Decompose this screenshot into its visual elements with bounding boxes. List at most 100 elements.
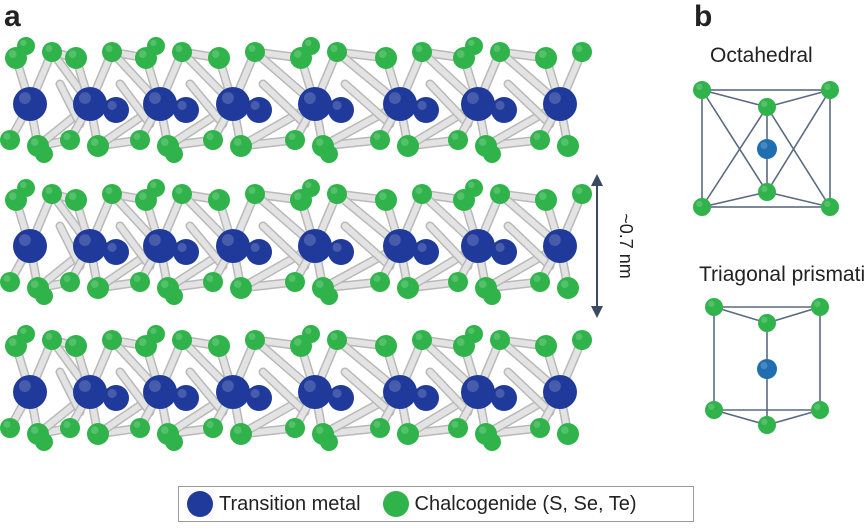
chalcogenide-atom — [65, 189, 87, 211]
panel-label-a: a — [4, 0, 21, 33]
chalcogenide-atom — [490, 330, 510, 350]
chalcogenide-atom — [208, 189, 230, 211]
chalcogenide-atom — [412, 330, 432, 350]
transition-metal-atom — [298, 229, 332, 263]
chalcogenide-atom — [285, 272, 305, 292]
transition-metal-atom — [298, 375, 332, 409]
layered-structure — [0, 37, 592, 451]
chalcogenide-atom — [535, 189, 557, 211]
transition-metal-atom — [298, 87, 332, 121]
transition-metal-atom — [491, 97, 517, 123]
chalcogenide-atom — [530, 130, 550, 150]
chalcogenide-atom — [705, 401, 723, 419]
transition-metal-atom — [543, 229, 577, 263]
chalcogenide-atom — [135, 47, 157, 69]
chalcogenide-atom — [157, 423, 179, 445]
chalcogenide-atom — [475, 277, 497, 299]
chalcogenide-atom — [821, 198, 839, 216]
front-atoms — [5, 335, 579, 445]
chalcogenide-atom — [453, 189, 475, 211]
transition-metal-atom — [328, 385, 354, 411]
transition-metal-atom — [73, 375, 107, 409]
trigonal-prismatic-atoms — [705, 298, 829, 434]
transition-metal-atom — [757, 359, 777, 379]
chalcogenide-atom — [572, 330, 592, 350]
chalcogenide-atom — [245, 42, 265, 62]
trigonal-prismatic-title: Triagonal prismatic — [699, 263, 865, 286]
chalcogenide-atom — [475, 423, 497, 445]
chalcogenide-atom — [0, 272, 20, 292]
chalcogenide-atom — [312, 277, 334, 299]
transition-metal-atom — [173, 239, 199, 265]
layer-spacing-label: ~0.7 nm — [616, 213, 636, 279]
chalcogenide-atom — [453, 47, 475, 69]
chalcogenide-atom — [290, 47, 312, 69]
transition-metal-atom — [328, 239, 354, 265]
transition-metal-atom — [13, 87, 47, 121]
chalcogenide-atom — [448, 418, 468, 438]
chalcogenide-atom — [557, 135, 579, 157]
chalcogenide-atom — [60, 272, 80, 292]
chalcogenide-atom — [230, 423, 252, 445]
transition-metal-atom — [216, 229, 250, 263]
chalcogenide-atom — [412, 184, 432, 204]
chalcogenide-atom — [375, 47, 397, 69]
transition-metal-atom — [413, 97, 439, 123]
chalcogenide-atom — [312, 135, 334, 157]
chalcogenide-atom — [448, 130, 468, 150]
chalcogenide-atom — [245, 184, 265, 204]
transition-metal-swatch — [187, 491, 213, 517]
transition-metal-atom — [103, 97, 129, 123]
chalcogenide-atom — [230, 277, 252, 299]
transition-metal-atom — [413, 385, 439, 411]
chalcogenide-atom — [135, 335, 157, 357]
chalcogenide-atom — [397, 277, 419, 299]
chalcogenide-atom — [203, 418, 223, 438]
transition-metal-atom — [328, 97, 354, 123]
chalcogenide-atom — [535, 335, 557, 357]
transition-metal-atom — [13, 229, 47, 263]
octahedral-cell — [701, 89, 831, 208]
chalcogenide-atom — [490, 184, 510, 204]
chalcogenide-atom — [102, 42, 122, 62]
chalcogenide-atom — [312, 423, 334, 445]
transition-metal-atom — [143, 375, 177, 409]
chalcogenide-atom — [42, 184, 62, 204]
legend-transition-metal: Transition metal — [219, 492, 361, 515]
chalcogenide-atom — [5, 335, 27, 357]
transition-metal-atom — [246, 97, 272, 123]
chalcogenide-atom — [530, 272, 550, 292]
front-atoms — [5, 189, 579, 299]
transition-metal-atom — [491, 239, 517, 265]
chalcogenide-atom — [42, 42, 62, 62]
chalcogenide-atom — [530, 418, 550, 438]
chalcogenide-atom — [203, 130, 223, 150]
chalcogenide-atom — [87, 277, 109, 299]
chalcogenide-atom — [87, 423, 109, 445]
layer-spacing-arrow: ~0.7 nm — [591, 174, 636, 318]
chalcogenide-atom — [327, 330, 347, 350]
chalcogenide-atom — [370, 272, 390, 292]
chalcogenide-atom — [758, 314, 776, 332]
chalcogenide-atom — [475, 135, 497, 157]
transition-metal-atom — [173, 385, 199, 411]
panel-label-b: b — [694, 0, 713, 33]
legend-chalcogenide: Chalcogenide (S, Se, Te) — [414, 492, 637, 515]
chalcogenide-swatch — [382, 491, 409, 517]
chalcogenide-atom — [27, 423, 49, 445]
transition-metal-atom — [73, 87, 107, 121]
chalcogenide-atom — [705, 298, 723, 316]
chalcogenide-atom — [102, 184, 122, 204]
chalcogenide-atom — [5, 47, 27, 69]
chalcogenide-atom — [65, 335, 87, 357]
chalcogenide-atom — [42, 330, 62, 350]
chalcogenide-atom — [60, 130, 80, 150]
transition-metal-atom — [543, 87, 577, 121]
chalcogenide-atom — [87, 135, 109, 157]
transition-metal-atom — [383, 375, 417, 409]
chalcogenide-atom — [572, 184, 592, 204]
transition-metal-atom — [143, 229, 177, 263]
chalcogenide-atom — [285, 130, 305, 150]
chalcogenide-atom — [327, 184, 347, 204]
